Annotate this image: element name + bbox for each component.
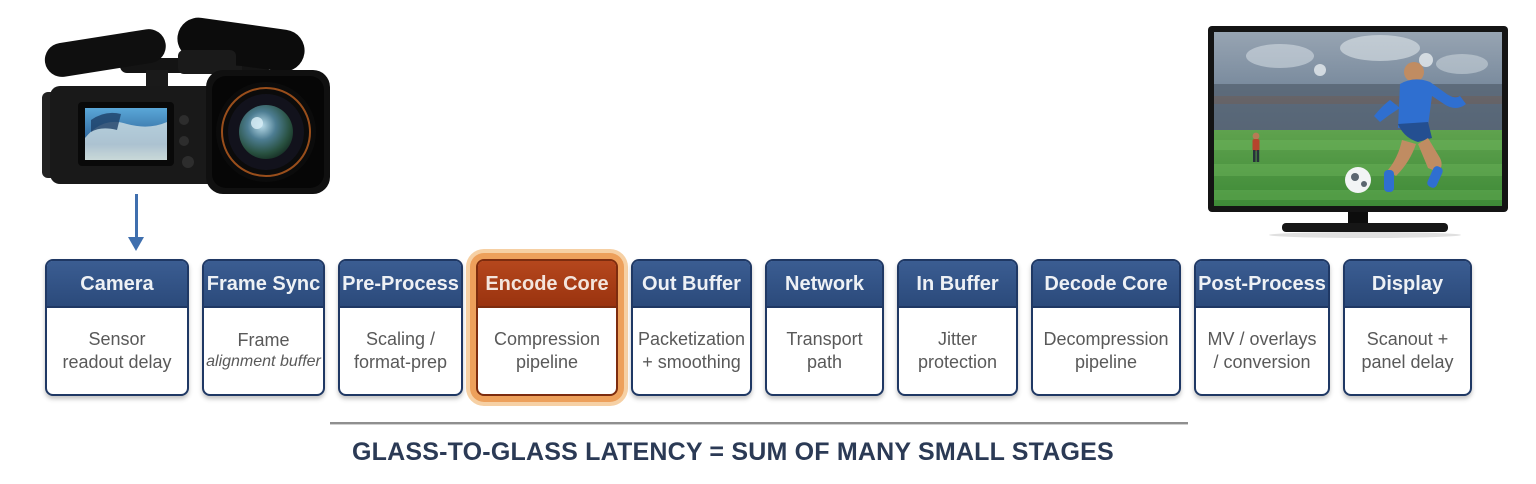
diagram-caption: GLASS-TO-GLASS LATENCY = SUM OF MANY SMA… — [352, 438, 1114, 466]
stage-pre-process: Pre-Process Scaling /format-prep — [338, 259, 463, 396]
stage-title: Out Buffer — [633, 261, 750, 308]
stage-description: Scanout +panel delay — [1361, 328, 1454, 372]
stage-title: Network — [767, 261, 882, 308]
stage-description: MV / overlays/ conversion — [1207, 328, 1317, 372]
stage-title: Encode Core — [478, 261, 616, 308]
tv-soccer-illustration — [1208, 26, 1508, 238]
stage-title: Display — [1345, 261, 1470, 308]
video-camera-illustration — [42, 17, 330, 194]
stage-title: Pre-Process — [340, 261, 461, 308]
stage-title: Frame Sync — [204, 261, 323, 308]
caption-divider-line — [330, 422, 1188, 425]
down-arrow-icon — [128, 194, 144, 254]
stage-description: Scaling /format-prep — [353, 328, 448, 372]
stage-description: Packetization+ smoothing — [637, 328, 746, 372]
stage-title: Decode Core — [1033, 261, 1179, 308]
stage-post-process: Post-Process MV / overlays/ conversion — [1194, 259, 1330, 396]
stage-title: Camera — [47, 261, 187, 308]
stage-title: In Buffer — [899, 261, 1016, 308]
stage-out-buffer: Out Buffer Packetization+ smoothing — [631, 259, 752, 396]
stage-display: Display Scanout +panel delay — [1343, 259, 1472, 396]
stage-title: Post-Process — [1196, 261, 1328, 308]
